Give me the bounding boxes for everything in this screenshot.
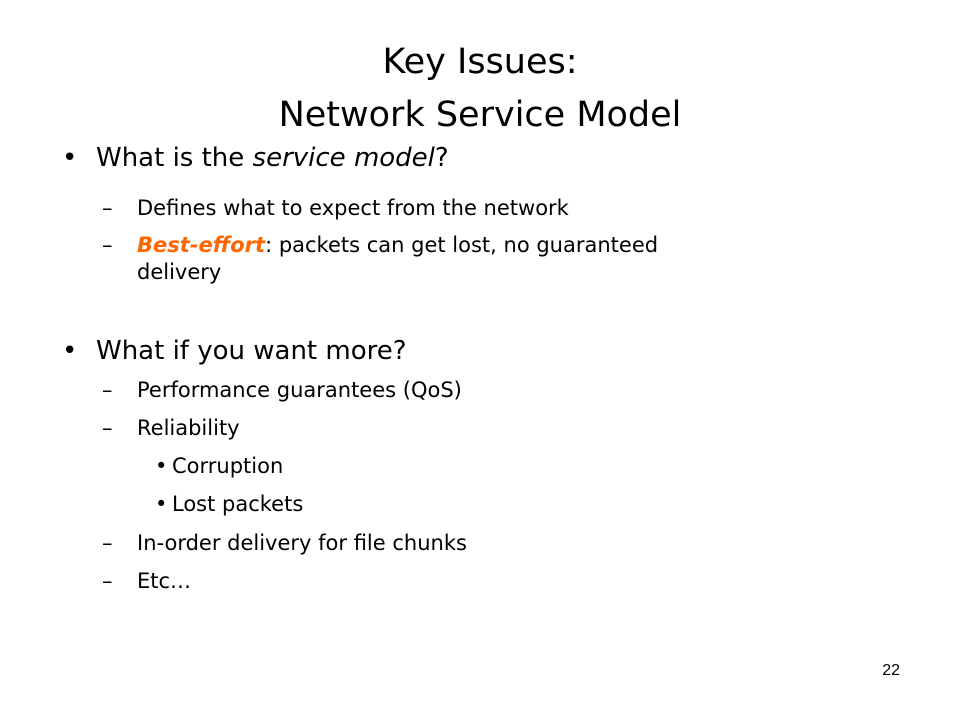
dash-marker: – xyxy=(102,378,113,402)
dash-marker: – xyxy=(102,531,113,555)
sub-bullet-marker: • xyxy=(155,492,168,516)
heading-italic-text: service model xyxy=(252,143,435,173)
best-effort-rest: : packets can get lost, no guaranteed xyxy=(265,233,659,257)
bullet-marker: • xyxy=(62,143,78,173)
sub-sub-item-lost-packets: Lost packets xyxy=(172,492,304,516)
slide-title: Key Issues: Network Service Model xyxy=(0,36,960,142)
page-number: 22 xyxy=(882,662,900,679)
dash-marker: – xyxy=(102,196,113,220)
title-line-2: Network Service Model xyxy=(278,95,682,135)
heading-text: What is the xyxy=(96,143,253,173)
sub-item-defines: Defines what to expect from the network xyxy=(137,196,569,220)
title-line-1: Key Issues: xyxy=(382,42,578,82)
bullet-marker: • xyxy=(62,336,78,366)
sub-bullet-marker: • xyxy=(155,454,168,478)
best-effort-emphasis: Best-effort xyxy=(137,233,266,257)
heading-suffix: ? xyxy=(434,143,449,173)
dash-marker: – xyxy=(102,416,113,440)
sub-sub-item-corruption: Corruption xyxy=(172,454,284,478)
sub-item-best-effort: Best-effort: packets can get lost, no gu… xyxy=(137,233,658,257)
dash-marker: – xyxy=(102,233,113,257)
bullet-heading-service-model: What is the service model? xyxy=(96,143,449,173)
sub-item-performance: Performance guarantees (QoS) xyxy=(137,378,462,402)
bullet-heading-want-more: What if you want more? xyxy=(96,336,407,366)
sub-item-reliability: Reliability xyxy=(137,416,240,440)
sub-item-best-effort-continuation: delivery xyxy=(137,260,222,284)
dash-marker: – xyxy=(102,569,113,593)
sub-item-etc: Etc… xyxy=(137,569,192,593)
sub-item-in-order: In-order delivery for file chunks xyxy=(137,531,467,555)
